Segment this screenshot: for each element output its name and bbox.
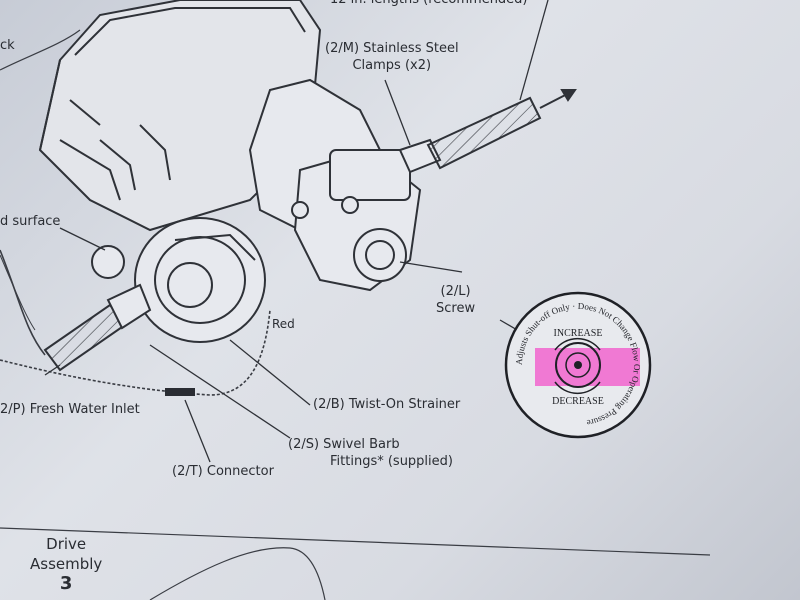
swivel-barb-line1: (2/S) Swivel Barb bbox=[288, 437, 400, 452]
strainer-housing bbox=[91, 217, 266, 343]
wires bbox=[0, 249, 271, 396]
screw-label-line2: Screw bbox=[436, 301, 476, 316]
hose-line-top-left bbox=[0, 29, 81, 71]
swivel-barb-line2: Fittings* (supplied) bbox=[330, 454, 453, 469]
pump-head bbox=[248, 78, 422, 292]
clamps-label: (2/M) Stainless Steel Clamps (x2) bbox=[325, 40, 459, 74]
inlet-hose bbox=[43, 283, 152, 372]
highlight-mark bbox=[535, 348, 640, 386]
connector-part bbox=[165, 388, 195, 396]
screw-label-line1: (2/L) bbox=[440, 284, 471, 299]
swivel-barb-label: (2/S) Swivel Barb Fittings* (supplied) bbox=[288, 436, 453, 470]
drive-number: 3 bbox=[59, 573, 73, 594]
surface-label: d surface bbox=[0, 214, 61, 229]
section-divider bbox=[0, 527, 711, 600]
clamps-label-line1: (2/M) Stainless Steel bbox=[325, 41, 459, 56]
adjustment-dial: INCREASE DECREASE Adjusts Shut-off Only … bbox=[504, 291, 652, 439]
partial-ck-label: ck bbox=[0, 38, 15, 53]
screw-label: (2/L) Screw bbox=[436, 283, 475, 317]
drive-line2: Assembly bbox=[30, 555, 103, 573]
clamps-label-line2: Clamps (x2) bbox=[352, 58, 432, 73]
top-note-label: 12 in. lengths (recommended) bbox=[330, 0, 528, 8]
dial-increase-label: INCREASE bbox=[554, 328, 603, 339]
drive-line1: Drive bbox=[46, 535, 87, 553]
connector-label: (2/T) Connector bbox=[172, 464, 274, 479]
dial-decrease-label: DECREASE bbox=[552, 396, 604, 407]
twist-on-strainer-label: (2/B) Twist-On Strainer bbox=[313, 397, 461, 412]
outlet-hose bbox=[398, 89, 577, 174]
drive-assembly-heading: Drive Assembly 3 bbox=[30, 534, 102, 594]
red-wire-label: Red bbox=[272, 317, 295, 331]
fresh-water-inlet-label: 2/P) Fresh Water Inlet bbox=[0, 402, 140, 417]
